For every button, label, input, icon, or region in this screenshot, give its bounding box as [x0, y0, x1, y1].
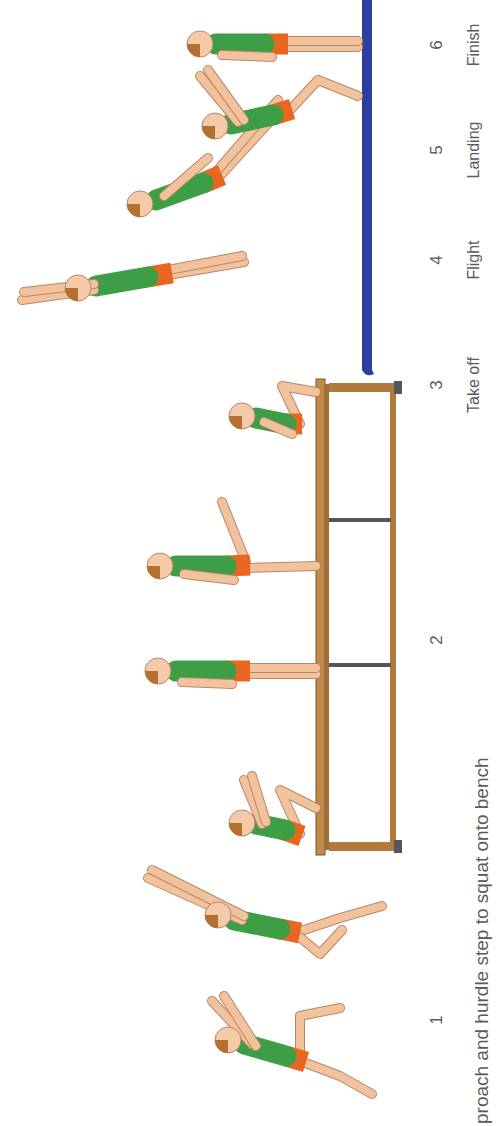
step-number: 1 [428, 1015, 447, 1024]
step-number: 3 [428, 380, 447, 389]
gymnast-figure [127, 100, 284, 217]
phase-label: Landing [465, 122, 483, 179]
gymnast-figure [212, 996, 372, 1094]
phase-label: Take off [465, 357, 483, 413]
gymnast-figure [229, 776, 316, 836]
phase-label: Finish [465, 24, 483, 67]
step-number: 6 [428, 40, 447, 49]
gymnast-figure [22, 256, 244, 301]
bench [316, 379, 402, 855]
phase-label: Flight [465, 240, 483, 279]
gymnast-figure [200, 70, 358, 139]
step-number: 2 [428, 635, 447, 644]
caption-text: proach and hurdle step to squat onto ben… [472, 757, 493, 1124]
gymnast-figure [187, 31, 358, 57]
step-number: 4 [428, 255, 447, 264]
gymnast-figure [147, 502, 316, 580]
step-number: 5 [428, 145, 447, 154]
gymnast-figure [145, 658, 316, 684]
floor-mat [362, 0, 374, 375]
gymnast-figure [148, 870, 382, 954]
gymnast-figure [229, 386, 316, 434]
